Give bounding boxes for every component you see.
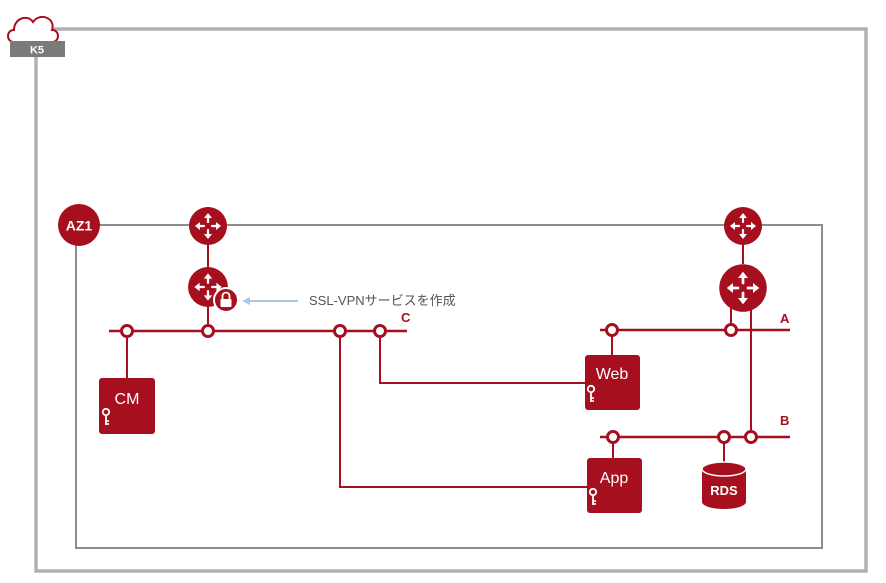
port-router-right-b [744,430,758,444]
server-app-label: App [600,470,629,487]
connection-lines [126,244,752,488]
network-c-label: C [401,310,411,325]
server-app[interactable]: App [587,458,642,513]
port-app-link [333,324,347,338]
cloud-label-bg [10,41,65,57]
port-cm [120,324,134,338]
ssl-vpn-annotation: SSL-VPNサービスを作成 [309,293,456,308]
cloud-label: K5 [30,45,44,57]
port-web-link [373,324,387,338]
zone-label: AZ1 [66,218,93,234]
cloud-icon [7,15,59,43]
server-web-label: Web [596,366,629,383]
server-cm-label: CM [115,391,140,408]
port-app [606,430,620,444]
server-cm[interactable]: CM [99,378,155,434]
port-rds [717,430,731,444]
server-web[interactable]: Web [585,355,640,410]
router-icon-left-top[interactable] [187,205,229,247]
database-rds[interactable]: RDS [701,461,747,509]
network-b-label: B [780,413,789,428]
zone-boundary [75,224,823,549]
cloud-boundary [34,27,868,573]
router-icon-right-top[interactable] [722,205,764,247]
zone-badge [58,204,100,246]
port-router-left [201,324,215,338]
network-a-label: A [780,311,790,326]
port-router-right-a [724,323,738,337]
arrow-icon [242,297,298,305]
router-icon-right-main[interactable] [717,262,769,314]
database-rds-label: RDS [710,483,738,498]
port-web [605,323,619,337]
lock-icon [213,287,239,313]
